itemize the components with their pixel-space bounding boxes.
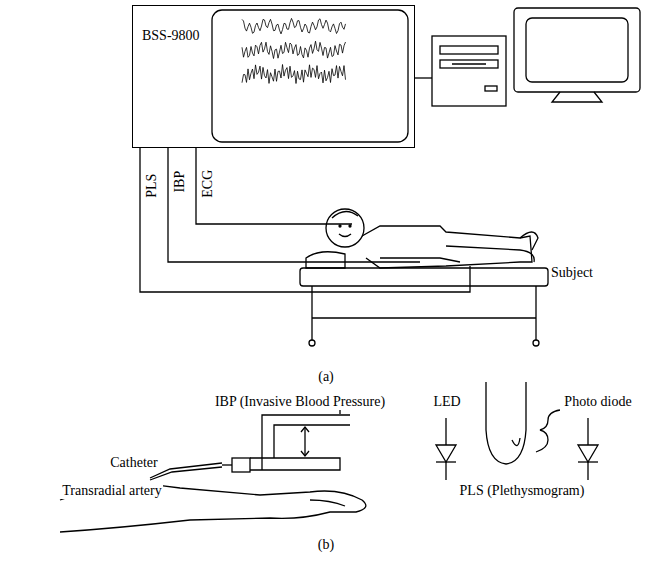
- pls-cable: [140, 148, 470, 292]
- thumb: [310, 500, 345, 506]
- bed: [300, 252, 548, 346]
- finger: [486, 382, 526, 464]
- computer-monitor: [514, 8, 640, 102]
- part-label: Photo diode: [563, 394, 632, 409]
- waveform-trace: [242, 18, 346, 34]
- part-label: IBP (Invasive Blood Pressure): [214, 394, 386, 409]
- panel-label: (b): [317, 537, 335, 552]
- pressure-transducer: [250, 410, 350, 470]
- ecg-cable: [196, 148, 352, 224]
- signal-name: ECG: [200, 169, 215, 199]
- signal-name: IBP: [172, 170, 187, 194]
- computer-tower: [432, 36, 506, 106]
- part-label: Catheter: [109, 455, 158, 470]
- part-label: LED: [432, 394, 461, 409]
- waveforms: [242, 18, 346, 83]
- subject-figure: [326, 209, 538, 268]
- device-name: BSS-9800: [141, 28, 201, 44]
- part-label: Transradial artery: [61, 483, 162, 498]
- catheter: [150, 458, 250, 480]
- monitor-screen: [212, 10, 408, 142]
- photodiode-symbol: [578, 418, 598, 480]
- device-box: BSS-9800: [132, 5, 415, 148]
- subject-label: Subject: [550, 265, 594, 280]
- data-cable: [415, 77, 432, 78]
- panel-label: (a): [317, 369, 335, 384]
- ibp-cable: [168, 148, 420, 262]
- part-label: PLS (Plethysmogram): [459, 483, 586, 498]
- brace: [536, 410, 560, 452]
- fingernail: [512, 438, 520, 446]
- waveform-trace: [242, 65, 346, 84]
- waveform-trace: [242, 41, 346, 58]
- led-symbol: [436, 418, 456, 480]
- signal-name: PLS: [144, 173, 159, 199]
